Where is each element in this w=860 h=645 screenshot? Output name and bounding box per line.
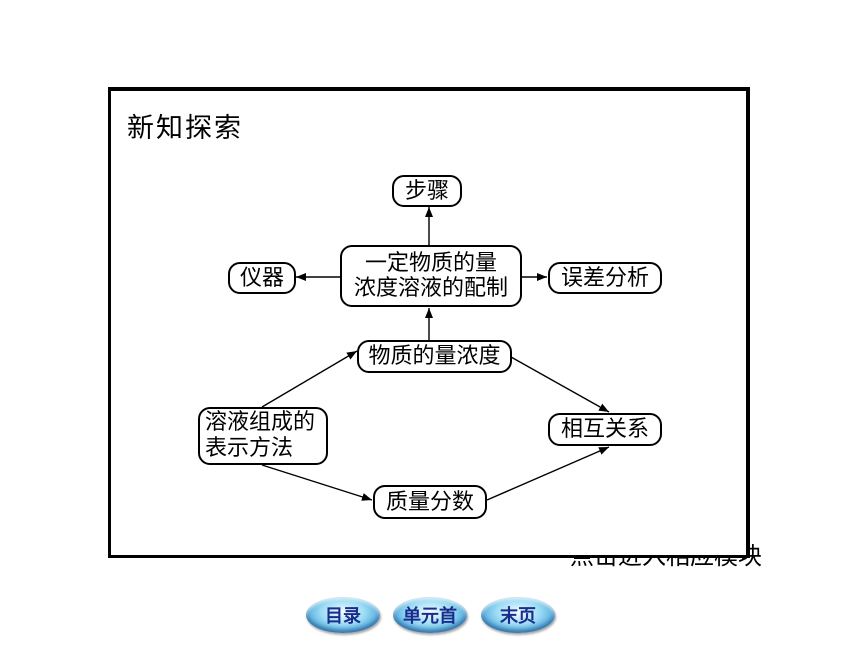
node-error-analysis[interactable]: 误差分析 — [548, 262, 662, 294]
unit-start-button-label: 单元首 — [403, 606, 457, 627]
node-molar-concentration-label: 物质的量浓度 — [368, 344, 501, 369]
node-solution-preparation-label-line2: 浓度溶液的配制 — [353, 276, 508, 301]
node-relationship-label: 相互关系 — [560, 417, 649, 442]
node-error-analysis-label: 误差分析 — [560, 265, 649, 291]
node-steps-label: 步骤 — [404, 178, 449, 204]
node-mass-fraction[interactable]: 质量分数 — [373, 485, 487, 519]
node-instruments-label: 仪器 — [239, 265, 284, 291]
node-composition-representation-label-line1: 溶液组成的 — [205, 410, 316, 435]
unit-start-button[interactable]: 单元首 — [393, 597, 467, 633]
node-solution-preparation-label-line1: 一定物质的量 — [364, 251, 497, 276]
page-title: 新知探索 — [127, 113, 243, 144]
node-composition-representation[interactable]: 溶液组成的 表示方法 — [198, 407, 328, 465]
contents-button[interactable]: 目录 — [306, 597, 380, 633]
last-page-button-label: 末页 — [500, 606, 536, 627]
node-molar-concentration[interactable]: 物质的量浓度 — [357, 340, 512, 373]
node-steps[interactable]: 步骤 — [392, 175, 462, 207]
node-mass-fraction-label: 质量分数 — [385, 489, 474, 515]
node-relationship[interactable]: 相互关系 — [548, 413, 662, 446]
node-solution-preparation[interactable]: 一定物质的量 浓度溶液的配制 — [340, 245, 522, 307]
node-composition-representation-label-line2: 表示方法 — [205, 436, 294, 461]
last-page-button[interactable]: 末页 — [481, 597, 555, 633]
contents-button-label: 目录 — [325, 606, 361, 627]
node-instruments[interactable]: 仪器 — [228, 262, 296, 294]
